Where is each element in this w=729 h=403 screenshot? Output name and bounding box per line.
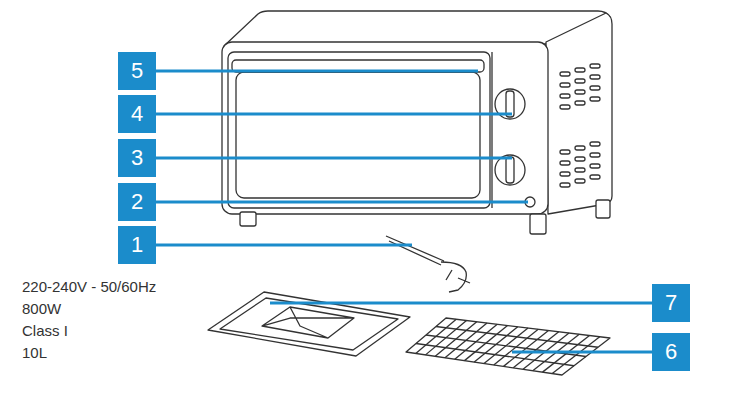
- callout-number: 3: [131, 147, 143, 169]
- vent-slot: [560, 72, 570, 76]
- rack-wires: [416, 319, 600, 373]
- leader-line: [270, 302, 652, 305]
- knob-grip: [506, 157, 514, 183]
- vent-slot: [575, 90, 585, 94]
- vent-slot: [590, 153, 600, 157]
- spec-value: 800W: [22, 300, 61, 317]
- oven-foot: [240, 212, 256, 226]
- oven-foot: [530, 214, 546, 234]
- vent-slot: [575, 79, 585, 83]
- vent-slot: [560, 183, 570, 187]
- spec-text: 220-240V - 50/60Hz: [22, 278, 156, 296]
- spec-value: Class I: [22, 322, 68, 339]
- vent-slot: [590, 164, 600, 168]
- wire-rack: [406, 318, 610, 375]
- callout-number: 5: [131, 60, 143, 82]
- vent-slot: [560, 161, 570, 165]
- tray-inner: [220, 298, 398, 350]
- callout-number: 6: [665, 341, 677, 363]
- panel-divider: [491, 52, 492, 208]
- callout-box: 4: [118, 95, 156, 133]
- spec-text: 10L: [22, 344, 47, 362]
- callout-number: 1: [131, 234, 143, 256]
- vent-slot: [575, 179, 585, 183]
- spec-text: Class I: [22, 322, 68, 340]
- callout-number: 4: [131, 103, 143, 125]
- callout-number: 7: [665, 292, 677, 314]
- vent-slot: [575, 168, 585, 172]
- vent-slot: [590, 64, 600, 68]
- leader-line: [156, 113, 512, 116]
- callout-box: 6: [652, 333, 690, 371]
- oven-foot: [596, 200, 610, 218]
- tray-pressing: [262, 307, 354, 338]
- leader-line: [156, 70, 478, 73]
- oven-side: [546, 13, 612, 214]
- vent-slot: [590, 97, 600, 101]
- vent-slot: [560, 150, 570, 154]
- leader-line: [156, 201, 528, 204]
- door-glass: [236, 72, 480, 198]
- callout-box: 5: [118, 52, 156, 90]
- vent-slot: [560, 83, 570, 87]
- leader-line: [156, 157, 512, 160]
- vent-slot: [560, 105, 570, 109]
- callout-box: 2: [118, 183, 156, 221]
- spec-value: 10L: [22, 344, 47, 361]
- spec-text: 800W: [22, 300, 61, 318]
- callout-box: 1: [118, 226, 156, 264]
- side-vents: [560, 64, 600, 187]
- vent-slot: [575, 157, 585, 161]
- vent-slot: [590, 75, 600, 79]
- rack-wire: [416, 344, 574, 366]
- vent-slot: [575, 68, 585, 72]
- leader-line: [156, 244, 412, 247]
- vent-slot: [560, 94, 570, 98]
- leader-line: [512, 351, 652, 354]
- vent-slot: [575, 146, 585, 150]
- vent-slot: [560, 172, 570, 176]
- vent-slot: [590, 142, 600, 146]
- door-frame: [228, 52, 490, 208]
- callout-box: 7: [652, 284, 690, 322]
- vent-slot: [590, 175, 600, 179]
- spec-value: 220-240V - 50/60Hz: [22, 278, 156, 295]
- callout-number: 2: [131, 191, 143, 213]
- rack-wire: [436, 327, 598, 348]
- oven-front: [222, 42, 548, 214]
- vent-slot: [590, 86, 600, 90]
- vent-slot: [575, 101, 585, 105]
- callout-box: 3: [118, 139, 156, 177]
